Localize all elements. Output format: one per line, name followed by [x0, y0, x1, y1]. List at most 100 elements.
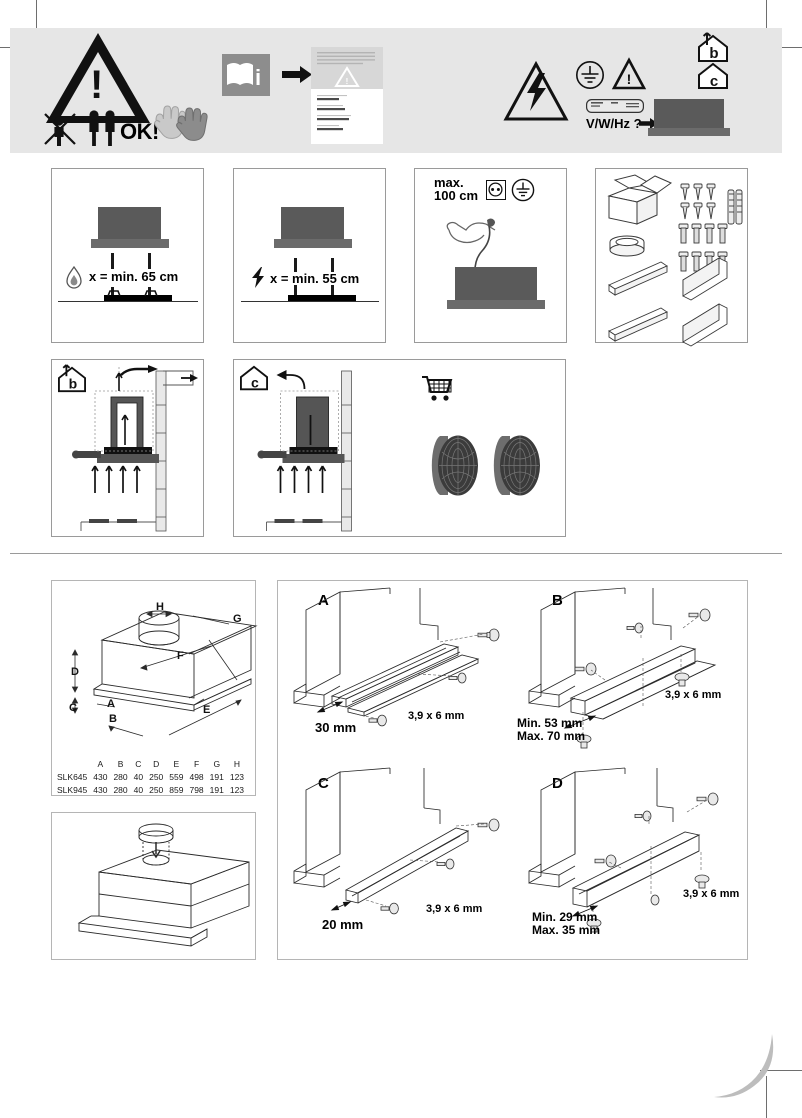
gas-cooktop — [104, 295, 172, 301]
cell-h: 123 — [229, 771, 245, 782]
hood-base-header — [648, 128, 730, 136]
electric-counter-line — [241, 301, 379, 302]
svg-text:C: C — [69, 702, 77, 714]
cell-a: 430 — [93, 771, 108, 782]
col-a: A — [97, 759, 104, 769]
rating-arrow-icon — [639, 118, 658, 129]
svg-text:b: b — [69, 375, 78, 391]
recirculation-mode-diagram — [233, 359, 393, 537]
brand-swoosh-logo — [712, 1032, 782, 1104]
cell-h: 123 — [229, 784, 245, 795]
earth-ground-icon — [575, 60, 605, 90]
cell-d: 250 — [149, 784, 164, 795]
svg-text:H: H — [156, 601, 164, 613]
svg-text:B: B — [109, 713, 117, 725]
house-recirculation-icon: c — [697, 62, 729, 90]
manual-page-preview: ! — [311, 47, 383, 144]
crop-mark-top-right — [766, 0, 767, 42]
hood-body-electric — [281, 207, 344, 239]
read-manual-icon: i — [222, 54, 270, 96]
carbon-filter-1 — [428, 434, 480, 497]
col-h: H — [233, 759, 240, 769]
hood-base-electric — [274, 239, 352, 248]
power-max-label-2: 100 cm — [434, 188, 479, 203]
cell-model: SLK645 — [57, 771, 88, 782]
hood-body-gas — [98, 207, 161, 239]
electric-bolt-icon — [250, 267, 266, 288]
ducted-mode-diagram — [51, 359, 204, 537]
col-g: G — [213, 759, 221, 769]
cell-c: 40 — [133, 771, 144, 782]
panel-b-diagram — [525, 587, 750, 749]
dimension-table: A B C D E F G H SLK645 430 280 40 250 55… — [55, 758, 247, 796]
warning-triangle-small-icon: ! — [611, 57, 647, 90]
panel-b-screw-spec: 3,9 x 6 mm — [665, 689, 722, 701]
cell-a: 430 — [93, 784, 108, 795]
cell-e: 559 — [169, 771, 184, 782]
panel-c-label: C — [318, 775, 329, 792]
cell-g: 191 — [209, 784, 224, 795]
cell-d: 250 — [149, 771, 164, 782]
hood-body-power — [455, 267, 537, 300]
house-ducted-icon-mode: b — [57, 364, 87, 393]
svg-text:!: ! — [346, 77, 349, 86]
power-max-label-1: max. — [434, 175, 464, 190]
panel-d-label: D — [552, 775, 563, 792]
col-b: B — [117, 759, 124, 769]
panel-c-measure: 20 mm — [322, 917, 364, 932]
clearance-tick-gas-right-bottom — [148, 287, 151, 299]
rating-plate-icon — [586, 99, 644, 114]
wall-socket-icon — [486, 180, 506, 200]
no-children-icon — [44, 108, 80, 146]
hood-illustration-header — [654, 99, 724, 128]
col-d: D — [153, 759, 160, 769]
col-f: F — [193, 759, 200, 769]
panel-d-measure-min: Min. 29 mm — [532, 910, 598, 924]
panel-a-screw-spec: 3,9 x 6 mm — [408, 710, 465, 722]
panel-b-label: B — [552, 592, 563, 609]
two-persons-icon — [84, 108, 124, 146]
installation-panels-box — [277, 580, 748, 960]
gas-burner-left — [107, 290, 121, 297]
flange-fitting-diagram — [51, 812, 256, 960]
clearance-gas-text: x = min. 65 cm — [89, 269, 179, 284]
svg-text:E: E — [203, 704, 210, 716]
panel-d-screw-spec: 3,9 x 6 mm — [683, 888, 740, 900]
svg-text:c: c — [710, 73, 718, 90]
cell-b: 280 — [113, 784, 128, 795]
svg-text:b: b — [709, 45, 718, 62]
table-row: SLK645 430 280 40 250 559 498 191 123 — [55, 771, 247, 784]
col-model — [55, 758, 90, 771]
electric-cooktop — [288, 295, 356, 301]
col-c: C — [135, 759, 142, 769]
clearance-tick-gas-right-top — [148, 253, 151, 269]
panel-c-screw-spec: 3,9 x 6 mm — [426, 903, 483, 915]
clearance-electric-text: x = min. 55 cm — [270, 271, 360, 286]
svg-text:!: ! — [627, 71, 632, 87]
cell-b: 280 — [113, 771, 128, 782]
crop-mark-bottom-right — [766, 1076, 767, 1118]
electric-shock-icon — [503, 60, 569, 121]
table-header-row: A B C D E F G H — [55, 758, 247, 771]
gas-counter-line — [58, 301, 198, 302]
clearance-tick-el-left-bottom — [294, 285, 297, 297]
cell-e: 859 — [169, 784, 184, 795]
clearance-tick-gas-left-bottom — [111, 287, 114, 299]
rating-label: V/W/Hz ? — [586, 116, 642, 131]
clearance-tick-el-right-top — [331, 258, 334, 272]
svg-text:D: D — [71, 666, 79, 678]
clearance-tick-el-left-top — [294, 258, 297, 272]
hood-base-gas — [91, 239, 169, 248]
clearance-tick-el-right-bottom — [331, 285, 334, 297]
cell-g: 191 — [209, 771, 224, 782]
gas-burner-right — [144, 290, 158, 297]
cell-f: 498 — [189, 771, 204, 782]
panel-c-diagram — [290, 767, 530, 928]
section-divider — [10, 553, 782, 554]
panel-d-measure-max: Max. 35 mm — [532, 923, 601, 937]
panel-d-diagram — [525, 767, 750, 933]
ok-label: OK! — [120, 119, 159, 144]
panel-a-diagram — [290, 587, 530, 743]
clearance-tick-gas-left-top — [111, 253, 114, 269]
